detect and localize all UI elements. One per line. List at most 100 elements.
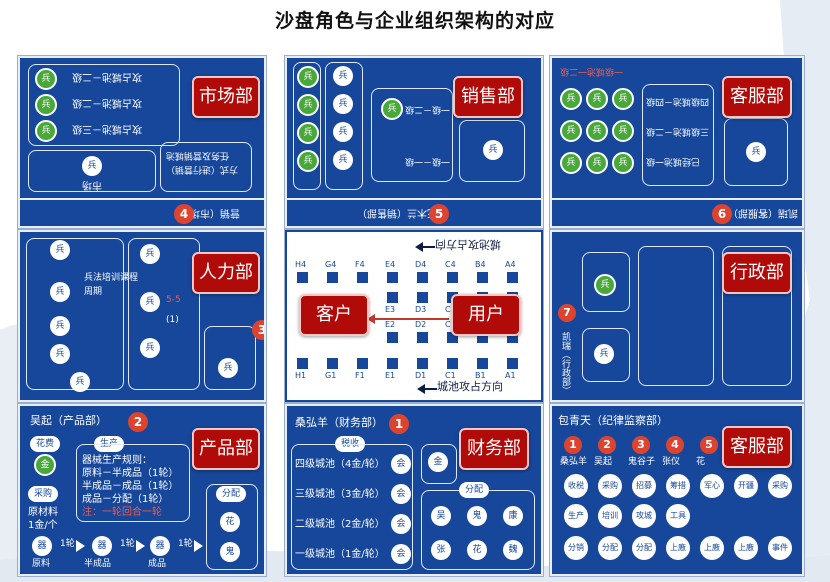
hr-node: 兵 xyxy=(140,244,160,264)
finance-tax-row: 一级城池（1金/轮） xyxy=(295,549,385,560)
hr-node: 兵 xyxy=(140,338,160,358)
sales-left-column xyxy=(293,62,321,190)
admin-label: 行政部 xyxy=(722,252,792,294)
service-text: 三级城池－二级 xyxy=(646,126,710,136)
inspect-action-chip: 分配 xyxy=(632,536,656,560)
admin-mid-box xyxy=(638,246,714,386)
city-square xyxy=(387,358,398,369)
city-square xyxy=(387,332,398,343)
product-stage-label: 半成品 xyxy=(84,559,112,569)
hr-node: 兵 xyxy=(50,316,70,336)
admin-box xyxy=(582,252,630,312)
service-text: 四级城池－四级 xyxy=(646,96,710,106)
marketing-number-badge: 4 xyxy=(174,204,194,224)
customer-label: 客户 xyxy=(299,294,369,336)
inspect-action-chip: 采购 xyxy=(598,474,622,498)
service-node: 兵 xyxy=(586,152,608,174)
marketing-group-box xyxy=(28,64,180,146)
city-label: G1 xyxy=(325,371,337,380)
city-square xyxy=(447,272,458,283)
city-label: C3 xyxy=(445,305,456,314)
product-stage-turn: 1轮 xyxy=(178,539,193,549)
marketing-node: 兵 xyxy=(82,156,102,176)
product-rule-line: 半成品－成品（1轮） xyxy=(82,481,179,492)
city-label: D4 xyxy=(415,260,427,269)
city-square xyxy=(477,332,488,343)
city-label: H1 xyxy=(295,371,307,380)
service-box xyxy=(642,84,714,186)
service-label: 客服部 xyxy=(722,76,792,118)
finance-tax-row: 三级城池（3金/轮） xyxy=(295,489,385,500)
sales-node: 兵 xyxy=(381,98,403,120)
service-text: 已经城池一级 xyxy=(646,156,701,166)
admin-box xyxy=(582,328,630,382)
finance-tax-row: 四级城池（4金/轮） xyxy=(295,459,385,470)
admin-right-box xyxy=(722,246,792,386)
admin-node: 兵 xyxy=(594,274,616,296)
product-purchase-tag: 采购 xyxy=(28,486,59,502)
inspect-name: 吴起 xyxy=(594,457,613,467)
finance-dist-chip: 鬼 xyxy=(467,506,487,526)
sales-divider xyxy=(287,198,541,200)
finance-tax-chip: 会 xyxy=(391,544,411,564)
hr-node: 兵 xyxy=(50,282,70,302)
finance-dist-chip: 康 xyxy=(503,506,523,526)
city-label: G4 xyxy=(325,260,337,269)
product-stage-turn: 1轮 xyxy=(60,539,75,549)
city-label: F1 xyxy=(355,371,365,380)
product-dist-chip: 鬼 xyxy=(220,542,240,562)
product-rule-line: 器械生产规则： xyxy=(82,455,152,466)
inspect-action-chip: 上廒 xyxy=(734,536,758,560)
product-stage-node: 器 xyxy=(150,536,170,556)
finance-tax-chip: 会 xyxy=(391,514,411,534)
sales-node: 兵 xyxy=(297,94,319,116)
hr-text: (1) xyxy=(166,315,179,325)
service-node: 兵 xyxy=(560,152,582,174)
panel-marketing: 兵 兵 兵 攻占城池－二级 攻占城池－二级 攻占城池－三级 兵 市场 任务及营销… xyxy=(18,56,266,228)
product-stage-turn: 1轮 xyxy=(120,539,135,549)
finance-coin-chip: 金 xyxy=(428,452,448,472)
sales-number-badge: 5 xyxy=(429,204,449,224)
city-square xyxy=(417,272,428,283)
marketing-text: 市场 xyxy=(82,179,102,190)
inspect-name: 桑弘羊 xyxy=(560,457,588,467)
inspect-action-chip: 军心 xyxy=(700,474,724,498)
city-label: H4 xyxy=(295,260,307,269)
city-label: C4 xyxy=(445,260,456,269)
sales-node: 兵 xyxy=(297,66,319,88)
marketing-rules-box xyxy=(160,142,252,192)
marketing-label: 市场部 xyxy=(192,76,260,118)
city-square xyxy=(297,358,308,369)
city-square xyxy=(357,272,368,283)
city-label: D3 xyxy=(415,305,427,314)
inspect-action-chip: 工具 xyxy=(666,504,690,528)
product-dist-chip: 花 xyxy=(220,512,240,532)
inspect-label: 客服部 xyxy=(722,426,792,468)
service-footer: 凯瑞（客服部） xyxy=(728,207,798,218)
admin-node: 兵 xyxy=(594,344,614,364)
service-node: 兵 xyxy=(612,88,634,110)
city-square xyxy=(417,332,428,343)
inspect-header: 包青天（纪律监察部） xyxy=(558,414,668,427)
product-stage-node: 器 xyxy=(92,536,112,556)
city-label: C2 xyxy=(445,320,456,329)
city-square xyxy=(447,332,458,343)
hr-node: 兵 xyxy=(50,344,70,364)
panel-customer-service-top: 一级城池一二级 兵 兵 兵 兵 兵 兵 兵 兵 兵 四级城池－四级 三级城池－二… xyxy=(550,56,804,228)
sales-node: 兵 xyxy=(297,122,319,144)
map-bottom-direction-label: 城池攻占方向 xyxy=(437,380,503,393)
marketing-text: 方式（进行营销） xyxy=(166,164,239,174)
inspect-action-chip: 分配 xyxy=(598,536,622,560)
finance-tax-box xyxy=(291,444,413,570)
product-dist-box xyxy=(206,484,258,570)
map-bottom-arrow-line xyxy=(425,388,437,390)
arrow-left-icon xyxy=(415,242,423,252)
marketing-text: 任务及营销城池 xyxy=(166,150,230,160)
product-cost-tag: 花费 xyxy=(30,436,61,452)
service-divider xyxy=(552,198,802,200)
sales-text: 一级－一级 xyxy=(405,156,451,166)
panel-product: 吴起（产品部） 2 花费 金 生产 器械生产规则： 原料－半成品（1轮） 半成品… xyxy=(18,404,266,576)
inspect-action-chip: 攻城 xyxy=(632,504,656,528)
service-node: 兵 xyxy=(560,120,582,142)
inspect-action-chip: 分销 xyxy=(564,536,588,560)
